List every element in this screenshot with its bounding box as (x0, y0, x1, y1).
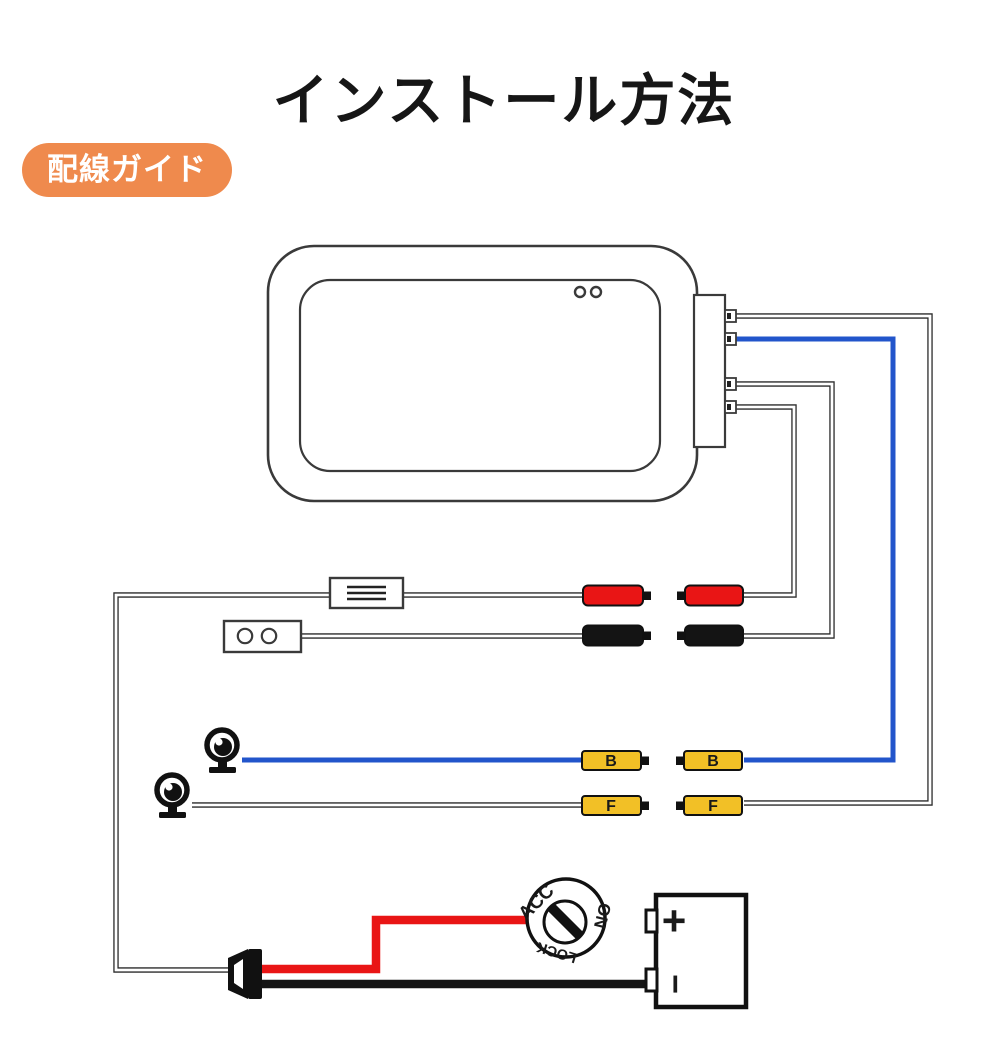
switch-box (222, 619, 303, 654)
front-connector-label: F (606, 798, 616, 815)
ground-extension-cable (736, 381, 835, 639)
battery-terminal (644, 967, 659, 993)
power-plug-icon (228, 949, 262, 999)
back-camera-extension-cable (736, 336, 896, 763)
indicator-light (573, 285, 587, 299)
wiring-guide-badge: 配線ガイド (22, 143, 232, 197)
battery-minus-label: − (656, 974, 694, 994)
connector-port (724, 309, 737, 323)
front-camera-icon (154, 772, 190, 818)
connector-port (724, 377, 737, 391)
back-connector-label: B (605, 753, 617, 770)
back-connector-label: B (707, 753, 719, 770)
monitor-screen (298, 278, 662, 473)
ignition-switch: ACC ON LOCK (515, 877, 615, 965)
acc-power-wire (260, 915, 529, 974)
battery-body (653, 892, 749, 1010)
fuse-stripes (347, 585, 386, 601)
ignition-key-slot (547, 903, 585, 941)
battery-terminal (644, 908, 659, 934)
front-video-connector-right: F (676, 795, 743, 816)
battery: + − (644, 892, 749, 1010)
connector-port (724, 332, 737, 346)
front-video-connector-left: F (581, 795, 649, 816)
battery-plus-label: + (662, 897, 687, 944)
ground-bullet-connector-left (582, 624, 651, 647)
front-camera-extension-cable (736, 313, 933, 806)
front-connector-label: F (708, 798, 718, 815)
ground-bullet-connector-right (677, 624, 744, 647)
back-video-connector-left: B (581, 750, 649, 771)
switch-hole (236, 627, 254, 645)
power-bullet-connector-left (582, 584, 651, 607)
power-bullet-connector-right (677, 584, 744, 607)
monitor (266, 244, 699, 503)
back-camera-icon (204, 727, 240, 773)
monitor-connector-block (692, 293, 737, 449)
back-video-connector-right: B (676, 750, 743, 771)
switch-hole (260, 627, 278, 645)
indicator-light (589, 285, 603, 299)
fuse-box (328, 576, 405, 610)
power-extension-cable (736, 404, 797, 598)
page-title: インストール方法 (272, 69, 736, 132)
connector-port (724, 400, 737, 414)
